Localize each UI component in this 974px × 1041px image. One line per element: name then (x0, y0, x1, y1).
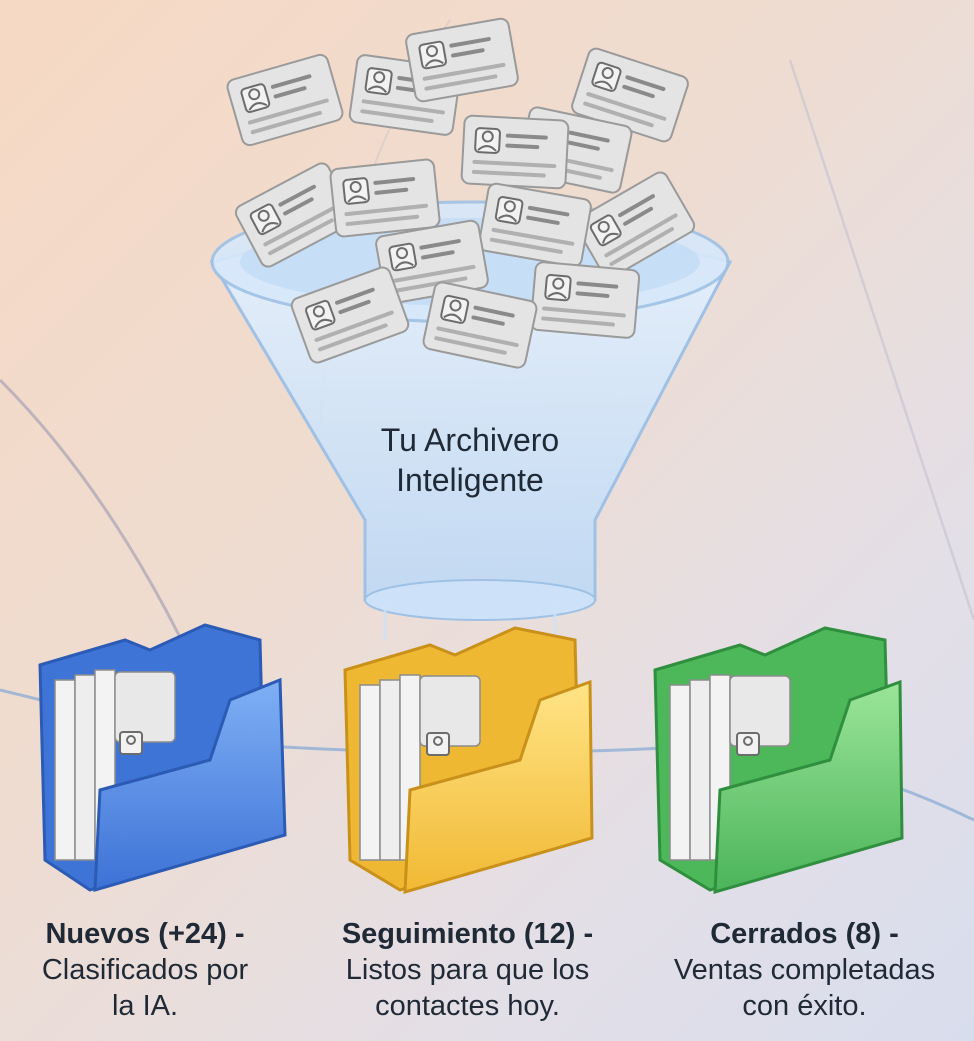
caption-desc: la IA. (111, 990, 179, 1022)
folder-icon-cerrados (653, 626, 904, 895)
connector-line (788, 59, 974, 621)
caption-title: Seguimiento (12) - (341, 918, 594, 950)
funnel-title-line2: Inteligente (396, 462, 544, 498)
funnel-title: Tu Archivero Inteligente (320, 420, 620, 500)
folder-icon-seguimiento (343, 626, 594, 895)
contact-card-icon (461, 115, 568, 188)
caption-cerrados: Cerrados (8) - Ventas completadas con éx… (635, 916, 974, 1024)
caption-desc: Clasificados por (41, 954, 249, 986)
folder-icon-nuevos (38, 623, 287, 893)
funnel-title-line1: Tu Archivero (380, 422, 560, 458)
caption-title: Cerrados (8) - (710, 918, 899, 950)
caption-desc: Ventas completadas (673, 954, 936, 986)
caption-seguimiento: Seguimiento (12) - Listos para que los c… (305, 916, 630, 1024)
contact-card-icon (327, 156, 443, 240)
caption-desc: con éxito. (742, 990, 867, 1022)
contact-card-icon (223, 50, 347, 150)
contact-card-icon (528, 259, 642, 341)
caption-nuevos: Nuevos (+24) - Clasificados por la IA. (0, 916, 290, 1024)
caption-desc: Listos para que los (345, 954, 590, 986)
contact-card-icon (402, 15, 522, 105)
caption-desc: contactes hoy. (375, 990, 560, 1022)
caption-title: Nuevos (+24) - (45, 918, 245, 950)
contact-cards-pile (223, 15, 700, 372)
